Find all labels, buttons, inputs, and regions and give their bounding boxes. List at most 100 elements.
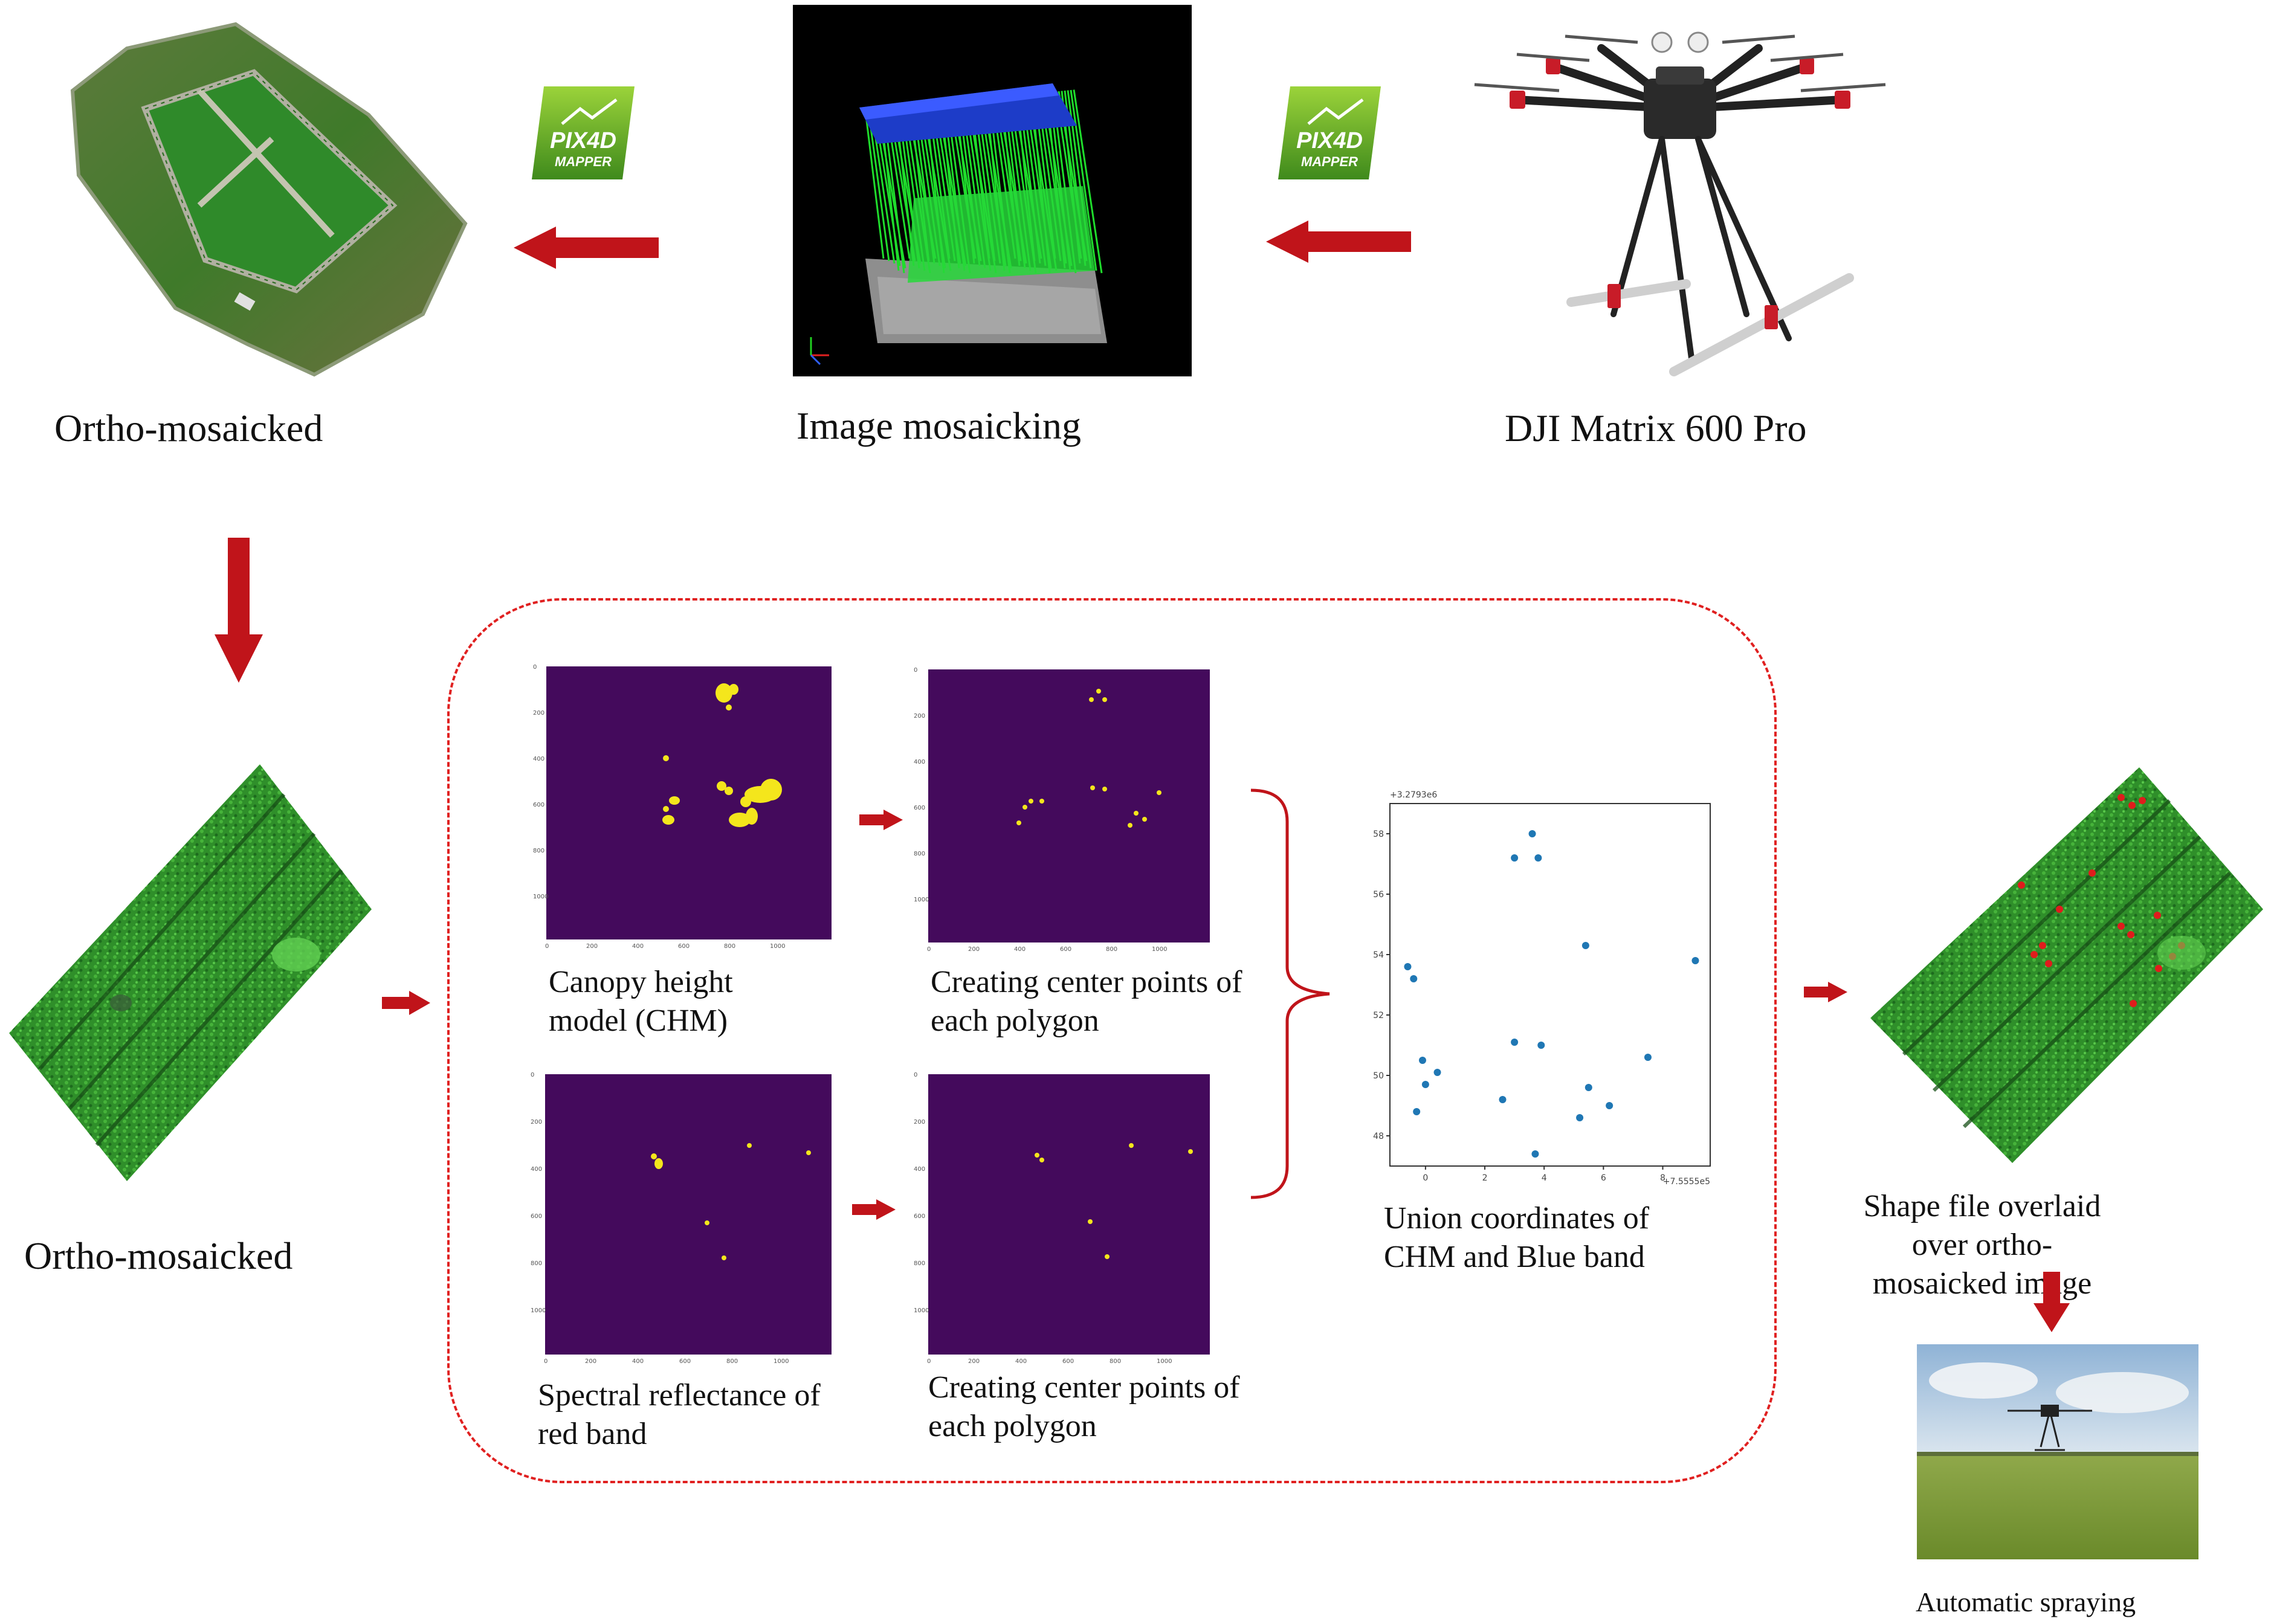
union-scatter-point xyxy=(1581,942,1589,949)
top-ortho-caption: Ortho-mosaicked xyxy=(54,407,323,450)
union-y-tick-label: 56 xyxy=(1373,890,1384,900)
union-scatter-point xyxy=(1404,963,1412,970)
svg-text:200: 200 xyxy=(585,1358,596,1365)
union-scatter-point xyxy=(1413,1108,1421,1115)
svg-text:800: 800 xyxy=(724,943,735,950)
union-y-tick-label: 48 xyxy=(1373,1132,1384,1141)
svg-text:1000: 1000 xyxy=(1157,1358,1172,1365)
spraying-photo xyxy=(1917,1344,2198,1559)
svg-text:400: 400 xyxy=(914,1166,925,1173)
union-scatter-point xyxy=(1410,975,1418,982)
svg-text:600: 600 xyxy=(914,1213,925,1220)
svg-text:0: 0 xyxy=(533,664,537,671)
union-offset-right: +7.5555e5 xyxy=(1663,1177,1710,1187)
union-offset-top: +3.2793e6 xyxy=(1390,790,1437,800)
svg-text:0: 0 xyxy=(914,667,917,674)
red-center-caption: Creating center points of each polygon xyxy=(928,1370,1240,1443)
svg-text:200: 200 xyxy=(914,1119,925,1126)
svg-text:200: 200 xyxy=(968,1358,980,1365)
union-scatter-point xyxy=(1418,1057,1426,1064)
overlay-field-image xyxy=(1867,764,2266,1166)
union-x-tick-label: 4 xyxy=(1542,1173,1547,1183)
svg-text:400: 400 xyxy=(632,943,644,950)
left-ortho-caption: Ortho-mosaicked xyxy=(24,1234,293,1277)
svg-text:800: 800 xyxy=(726,1358,738,1365)
svg-text:600: 600 xyxy=(679,1358,691,1365)
union-y-tick-label: 58 xyxy=(1373,830,1384,839)
svg-text:1000: 1000 xyxy=(770,943,785,950)
pix4d-logo-text: PIX4D xyxy=(1296,128,1363,153)
svg-text:600: 600 xyxy=(914,805,925,811)
union-caption: Union coordinates of CHM and Blue band xyxy=(1384,1201,1650,1274)
svg-text:600: 600 xyxy=(678,943,690,950)
ortho-mosaic-field-image xyxy=(6,761,375,1184)
pix4d-logo-subtext: MAPPER xyxy=(555,154,612,169)
pix4d-logo-subtext: MAPPER xyxy=(1301,154,1358,169)
svg-text:600: 600 xyxy=(1062,1358,1074,1365)
union-y-tick-label: 52 xyxy=(1373,1011,1384,1020)
svg-text:800: 800 xyxy=(531,1260,542,1267)
union-x-tick-label: 2 xyxy=(1482,1173,1488,1183)
union-x-tick-label: 8 xyxy=(1660,1173,1665,1183)
union-scatter-point xyxy=(1644,1054,1652,1061)
pix4d-logo-text: PIX4D xyxy=(550,128,616,153)
svg-text:800: 800 xyxy=(914,1260,925,1267)
arrow-right-1 xyxy=(382,991,430,1015)
svg-text:800: 800 xyxy=(1110,1358,1121,1365)
svg-text:200: 200 xyxy=(586,943,598,950)
svg-text:200: 200 xyxy=(968,946,980,953)
svg-text:600: 600 xyxy=(1060,946,1071,953)
svg-text:1000: 1000 xyxy=(533,894,548,900)
union-x-tick-label: 6 xyxy=(1601,1173,1606,1183)
overlay-caption: Shape file overlaid over ortho-mosaicked… xyxy=(1863,1189,2101,1301)
svg-text:800: 800 xyxy=(1106,946,1117,953)
svg-text:0: 0 xyxy=(927,946,931,953)
svg-text:1000: 1000 xyxy=(531,1307,546,1314)
svg-text:0: 0 xyxy=(927,1358,931,1365)
arrow-right-4 xyxy=(1804,982,1847,1002)
red-band-caption: Spectral reflectance of red band xyxy=(538,1378,821,1451)
chm-center-caption: Creating center points of each polygon xyxy=(931,965,1242,1038)
union-scatter-point xyxy=(1691,957,1699,964)
chm-caption: Canopy height model (CHM) xyxy=(549,965,733,1038)
union-scatter-point xyxy=(1576,1114,1584,1121)
svg-text:0: 0 xyxy=(531,1072,534,1078)
svg-text:0: 0 xyxy=(545,943,549,950)
union-scatter-point xyxy=(1511,854,1519,862)
svg-text:1000: 1000 xyxy=(1152,946,1167,953)
ortho-mosaic-top-image xyxy=(54,6,477,381)
svg-text:200: 200 xyxy=(531,1119,542,1126)
top-mosaic-caption: Image mosaicking xyxy=(796,404,1081,447)
svg-text:600: 600 xyxy=(531,1213,542,1220)
svg-text:400: 400 xyxy=(914,759,925,765)
arrow-right-2 xyxy=(859,810,903,830)
svg-text:400: 400 xyxy=(1014,946,1026,953)
svg-text:400: 400 xyxy=(531,1166,542,1173)
arrow-down-2 xyxy=(2034,1272,2070,1332)
union-y-tick-label: 50 xyxy=(1373,1071,1384,1081)
svg-text:200: 200 xyxy=(914,713,925,720)
svg-text:400: 400 xyxy=(533,756,544,762)
svg-text:0: 0 xyxy=(544,1358,548,1365)
svg-text:800: 800 xyxy=(914,851,925,857)
svg-text:800: 800 xyxy=(533,848,544,854)
top-drone-caption: DJI Matrix 600 Pro xyxy=(1505,407,1807,450)
pix4d-logo-icon: PIX4D MAPPER xyxy=(1278,82,1381,184)
arrow-left-1 xyxy=(514,227,659,269)
union-scatter-point xyxy=(1528,830,1536,837)
union-scatter-point xyxy=(1433,1069,1441,1076)
union-scatter-point xyxy=(1511,1039,1519,1046)
union-scatter-point xyxy=(1537,1042,1545,1049)
svg-text:200: 200 xyxy=(533,710,544,717)
union-scatter-point xyxy=(1531,1150,1539,1158)
processing-box xyxy=(447,598,1777,1483)
drone-image xyxy=(1462,0,1898,387)
union-brace xyxy=(1245,785,1342,1202)
arrow-left-2 xyxy=(1266,221,1411,263)
union-y-tick-label: 54 xyxy=(1373,950,1384,960)
